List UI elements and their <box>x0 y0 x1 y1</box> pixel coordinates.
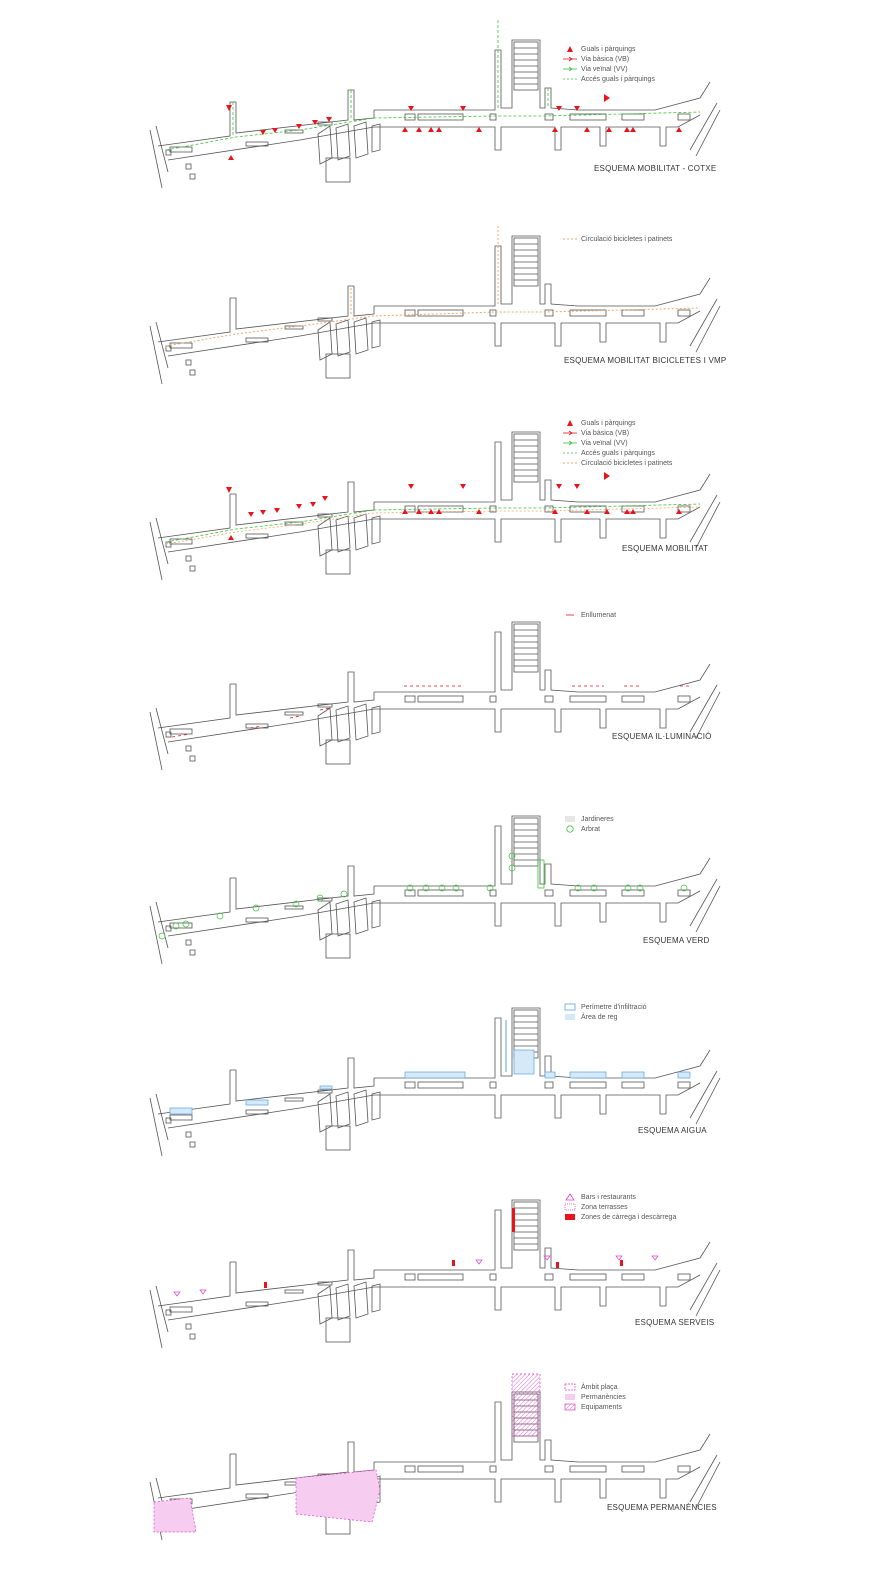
legend-row: Enllumenat <box>563 610 616 620</box>
blue-outline-box-icon <box>563 1003 577 1011</box>
legend-row: Circulació bicicletes i patinets <box>563 234 672 244</box>
legend-label: Perímetre d'infiltració <box>581 1003 647 1011</box>
magenta-dotted-box-icon <box>563 1203 577 1211</box>
magenta-hatched-box-icon <box>563 1403 577 1411</box>
panel-title-3: ESQUEMA MOBILITAT <box>622 544 709 553</box>
panel-permanencies <box>149 1373 721 1541</box>
panel-title-8: ESQUEMA PERMANÈNCIES <box>607 1503 717 1512</box>
legend-label: Permanències <box>581 1393 626 1401</box>
base-plan-5 <box>149 815 721 965</box>
panel-verd <box>149 815 721 965</box>
panel-title-5: ESQUEMA VERD <box>643 936 710 945</box>
legend-panel-8: Àmbit plaça Permanències Equipaments <box>563 1382 626 1412</box>
legend-label: Circulació bicicletes i patinets <box>581 459 673 467</box>
magenta-triangle-icon <box>563 1193 577 1201</box>
orange-dotted-line-icon <box>563 235 577 243</box>
legend-row: Via bàsica (VB) <box>563 54 655 64</box>
orange-dotted-line-icon <box>563 459 577 467</box>
legend-row: Via veïnal (VV) <box>563 64 655 74</box>
legend-row: Permanències <box>563 1392 626 1402</box>
panel-il-luminacio <box>149 621 721 771</box>
legend-label: Zona terrasses <box>581 1203 628 1211</box>
legend-label: Jardineres <box>581 815 614 823</box>
grey-box-icon <box>563 815 577 823</box>
panel-title-2: ESQUEMA MOBILITAT BICICLETES I VMP <box>564 356 727 365</box>
red-dash-icon <box>563 611 577 619</box>
panel-serveis <box>149 1199 721 1349</box>
panel-mobilitat-bicicletes <box>149 226 721 385</box>
legend-panel-3: Guals i pàrquings Via bàsica (VB) Via ve… <box>563 418 672 468</box>
legend-row: Jardineres <box>563 814 614 824</box>
legend-label: Guals i pàrquings <box>581 419 636 427</box>
arbrat-circles <box>158 852 688 940</box>
red-arrow-line-icon <box>563 55 577 63</box>
infiltracio-areas <box>169 1049 691 1115</box>
legend-row: Accés guals i pàrquings <box>563 448 672 458</box>
guals-markers-1 <box>226 94 682 160</box>
legend-row: Equipaments <box>563 1402 626 1412</box>
legend-panel-7: Bars i restaurants Zona terrasses Zones … <box>563 1192 676 1222</box>
red-box-icon <box>563 1213 577 1221</box>
base-plan-6 <box>149 1007 721 1157</box>
magenta-dashed-box-icon <box>563 1383 577 1391</box>
legend-row: Guals i pàrquings <box>563 418 672 428</box>
magenta-light-box-icon <box>563 1393 577 1401</box>
legend-label: Àrea de reg <box>581 1013 618 1021</box>
carrega-zones <box>264 1208 623 1288</box>
green-dotted-line-icon <box>563 449 577 457</box>
panel-title-7: ESQUEMA SERVEIS <box>635 1318 715 1327</box>
base-plan-4 <box>149 621 721 771</box>
legend-row: Àrea de reg <box>563 1012 647 1022</box>
legend-label: Circulació bicicletes i patinets <box>581 235 673 243</box>
green-dotted-line-icon <box>563 75 577 83</box>
legend-panel-5: Jardineres Arbrat <box>563 814 614 834</box>
legend-row: Circulació bicicletes i patinets <box>563 458 672 468</box>
legend-label: Equipaments <box>581 1403 622 1411</box>
green-arrow-line-icon <box>563 439 577 447</box>
red-triangle-icon <box>563 419 577 427</box>
legend-label: Zones de càrrega i descàrrega <box>581 1213 677 1221</box>
light-blue-box-icon <box>563 1013 577 1021</box>
legend-label: Accés guals i pàrquings <box>581 449 655 457</box>
legend-row: Perímetre d'infiltració <box>563 1002 647 1012</box>
legend-label: Enllumenat <box>581 611 617 619</box>
panel-title-6: ESQUEMA AIGUA <box>638 1126 707 1135</box>
legend-panel-6: Perímetre d'infiltració Àrea de reg <box>563 1002 647 1022</box>
panel-aigua <box>149 1007 721 1157</box>
green-arrow-line-icon <box>563 65 577 73</box>
legend-panel-4: Enllumenat <box>563 610 616 620</box>
legend-label: Arbrat <box>581 825 601 833</box>
legend-row: Accés guals i pàrquings <box>563 74 655 84</box>
guals-markers-3 <box>226 472 682 540</box>
panel-title-4: ESQUEMA IL·LUMINACIÓ <box>612 732 712 741</box>
legend-row: Via bàsica (VB) <box>563 428 672 438</box>
legend-row: Zones de càrrega i descàrrega <box>563 1212 676 1222</box>
legend-label: Accés guals i pàrquings <box>581 75 655 83</box>
panel-mobilitat-cotxe <box>149 20 721 189</box>
base-plan-8 <box>149 1391 721 1541</box>
legend-panel-1: Guals i pàrquings Via bàsica (VB) Via ve… <box>563 44 655 84</box>
legend-row: Via veïnal (VV) <box>563 438 672 448</box>
legend-label: Via bàsica (VB) <box>581 55 630 63</box>
legend-row: Àmbit plaça <box>563 1382 626 1392</box>
legend-label: Bars i restaurants <box>581 1193 636 1201</box>
legend-label: Via veïnal (VV) <box>581 439 628 447</box>
bars-restaurants-markers <box>173 1255 659 1297</box>
legend-panel-2: Circulació bicicletes i patinets <box>563 234 672 244</box>
red-arrow-line-icon <box>563 429 577 437</box>
legend-row: Bars i restaurants <box>563 1192 676 1202</box>
legend-label: Via bàsica (VB) <box>581 429 630 437</box>
green-circle-icon <box>563 825 577 833</box>
panel-mobilitat <box>149 431 721 581</box>
legend-row: Guals i pàrquings <box>563 44 655 54</box>
legend-row: Arbrat <box>563 824 614 834</box>
red-triangle-icon <box>563 45 577 53</box>
legend-label: Guals i pàrquings <box>581 45 636 53</box>
legend-row: Zona terrasses <box>563 1202 676 1212</box>
legend-label: Àmbit plaça <box>581 1383 618 1391</box>
panel-title-1: ESQUEMA MOBILITAT - COTXE <box>594 164 717 173</box>
legend-label: Via veïnal (VV) <box>581 65 628 73</box>
